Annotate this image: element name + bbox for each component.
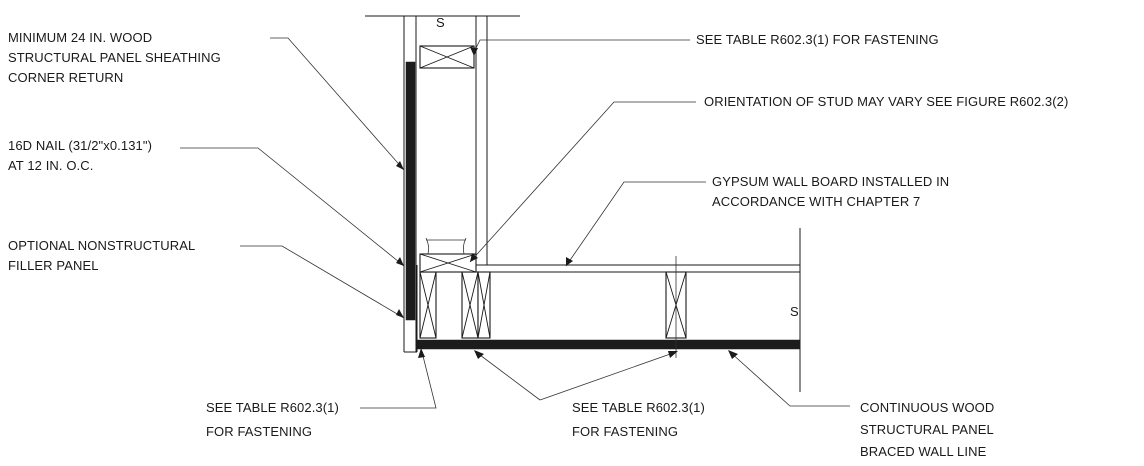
- svg-text:SEE TABLE R602.3(1): SEE TABLE R602.3(1): [206, 400, 339, 415]
- leader-table-bottom-mid-b: [539, 351, 677, 401]
- svg-text:SEE TABLE R602.3(1): SEE TABLE R602.3(1): [572, 400, 705, 415]
- top-stud-cross-b: [419, 45, 475, 69]
- label-table-bottom-mid: SEE TABLE R602.3(1) FOR FASTENING: [572, 400, 705, 439]
- svg-text:16D NAIL (31/2"x0.131"): 16D NAIL (31/2"x0.131"): [8, 138, 152, 153]
- leader-filler: [240, 245, 405, 319]
- leader-table-bottom-mid-a: [475, 351, 541, 401]
- svg-text:AT 12 IN. O.C.: AT 12 IN. O.C.: [8, 158, 93, 173]
- corner-studs: [419, 237, 687, 358]
- break-symbol-right: S: [790, 304, 799, 319]
- corner-return-sheathing: [405, 61, 416, 321]
- label-sheathing-return: MINIMUM 24 IN. WOOD STRUCTURAL PANEL SHE…: [8, 30, 221, 85]
- svg-text:OPTIONAL NONSTRUCTURAL: OPTIONAL NONSTRUCTURAL: [8, 238, 195, 253]
- svg-text:BRACED WALL LINE: BRACED WALL LINE: [860, 444, 987, 459]
- svg-text:GYPSUM WALL BOARD INSTALLED IN: GYPSUM WALL BOARD INSTALLED IN: [712, 174, 949, 189]
- leader-continuous: [729, 351, 850, 407]
- leader-table-top: [473, 39, 690, 53]
- leader-gypsum: [565, 181, 706, 267]
- svg-text:CONTINUOUS WOOD: CONTINUOUS WOOD: [860, 400, 994, 415]
- leader-nail: [180, 147, 405, 267]
- continuous-sheathing: [416, 339, 801, 350]
- svg-text:MINIMUM 24 IN. WOOD: MINIMUM 24 IN. WOOD: [8, 30, 152, 45]
- leaders: [180, 37, 850, 409]
- svg-text:CORNER RETURN: CORNER RETURN: [8, 70, 123, 85]
- stud-orientation-marks: [425, 237, 467, 255]
- svg-text:FILLER PANEL: FILLER PANEL: [8, 258, 99, 273]
- svg-text:FOR FASTENING: FOR FASTENING: [572, 424, 678, 439]
- label-gypsum: GYPSUM WALL BOARD INSTALLED IN ACCORDANC…: [712, 174, 949, 209]
- leader-sheathing-return: [270, 37, 405, 171]
- label-orientation: ORIENTATION OF STUD MAY VARY SEE FIGURE …: [704, 94, 1068, 109]
- svg-text:ACCORDANCE WITH CHAPTER 7: ACCORDANCE WITH CHAPTER 7: [712, 194, 920, 209]
- leader-orientation: [469, 101, 696, 263]
- leader-table-bottom-left: [360, 351, 437, 409]
- label-filler: OPTIONAL NONSTRUCTURAL FILLER PANEL: [8, 238, 195, 273]
- svg-text:STRUCTURAL PANEL: STRUCTURAL PANEL: [860, 422, 994, 437]
- svg-text:STRUCTURAL PANEL SHEATHING: STRUCTURAL PANEL SHEATHING: [8, 50, 221, 65]
- label-table-top: SEE TABLE R602.3(1) FOR FASTENING: [696, 32, 939, 47]
- label-table-bottom-left: SEE TABLE R602.3(1) FOR FASTENING: [206, 400, 339, 439]
- svg-text:FOR FASTENING: FOR FASTENING: [206, 424, 312, 439]
- vertical-wall: S: [365, 15, 520, 352]
- break-symbol-top: S: [436, 15, 445, 30]
- svg-text:SEE TABLE R602.3(1) FOR FASTEN: SEE TABLE R602.3(1) FOR FASTENING: [696, 32, 939, 47]
- svg-text:ORIENTATION OF STUD MAY VARY S: ORIENTATION OF STUD MAY VARY SEE FIGURE …: [704, 94, 1068, 109]
- horizontal-wall: S: [404, 228, 801, 392]
- label-continuous: CONTINUOUS WOOD STRUCTURAL PANEL BRACED …: [860, 400, 994, 459]
- label-nail: 16D NAIL (31/2"x0.131") AT 12 IN. O.C.: [8, 138, 152, 173]
